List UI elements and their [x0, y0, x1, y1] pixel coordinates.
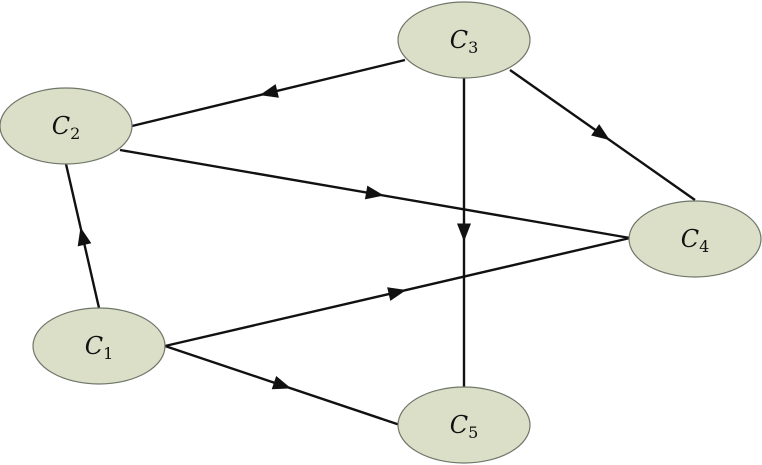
- node-c5: C5: [397, 386, 531, 464]
- edge-c3-c2: [131, 58, 406, 128]
- edge-c3-c5: [457, 78, 471, 387]
- edge-c1-c4-arrow-icon: [387, 287, 407, 301]
- edge-c3-c5-arrow-icon: [457, 223, 471, 242]
- node-c3-ellipse: [397, 1, 531, 79]
- node-c2-subscript: 2: [70, 124, 80, 143]
- node-c3-subscript: 3: [468, 38, 478, 57]
- node-c1-letter: C: [85, 332, 103, 360]
- node-c3: C3: [397, 1, 531, 79]
- node-c5-letter: C: [450, 411, 468, 439]
- node-c5-subscript: 5: [468, 423, 478, 442]
- node-c2-ellipse: [0, 87, 133, 165]
- node-c4-label: C4: [681, 225, 710, 256]
- node-c2: C2: [0, 87, 133, 165]
- node-c1: C1: [32, 307, 166, 385]
- edge-c1-c2: [64, 163, 101, 309]
- edge-c3-c4-arrow-icon: [591, 124, 610, 141]
- node-c2-letter: C: [52, 112, 70, 140]
- node-c3-letter: C: [450, 26, 468, 54]
- edge-c2-c4: [119, 148, 631, 240]
- edge-c1-c5: [164, 344, 401, 427]
- node-c4-letter: C: [681, 225, 699, 253]
- edge-c2-c4-arrow-icon: [364, 185, 384, 200]
- edge-c3-c4: [509, 69, 696, 201]
- node-c4: C4: [628, 200, 762, 278]
- edge-c1-c4: [164, 236, 631, 348]
- node-c5-label: C5: [450, 411, 479, 442]
- node-c2-label: C2: [52, 112, 81, 143]
- node-c1-label: C1: [85, 332, 114, 363]
- node-c1-ellipse: [32, 307, 166, 385]
- node-c4-ellipse: [628, 200, 762, 278]
- node-c1-subscript: 1: [103, 344, 113, 363]
- node-c3-label: C3: [450, 26, 479, 57]
- edge-c1-c2-arrow-icon: [77, 227, 92, 247]
- edges-layer: [64, 58, 696, 427]
- node-c5-ellipse: [397, 386, 531, 464]
- edge-c3-c2-arrow-icon: [259, 84, 279, 98]
- edge-c1-c5-arrow-icon: [271, 375, 292, 390]
- node-c4-subscript: 4: [699, 237, 709, 256]
